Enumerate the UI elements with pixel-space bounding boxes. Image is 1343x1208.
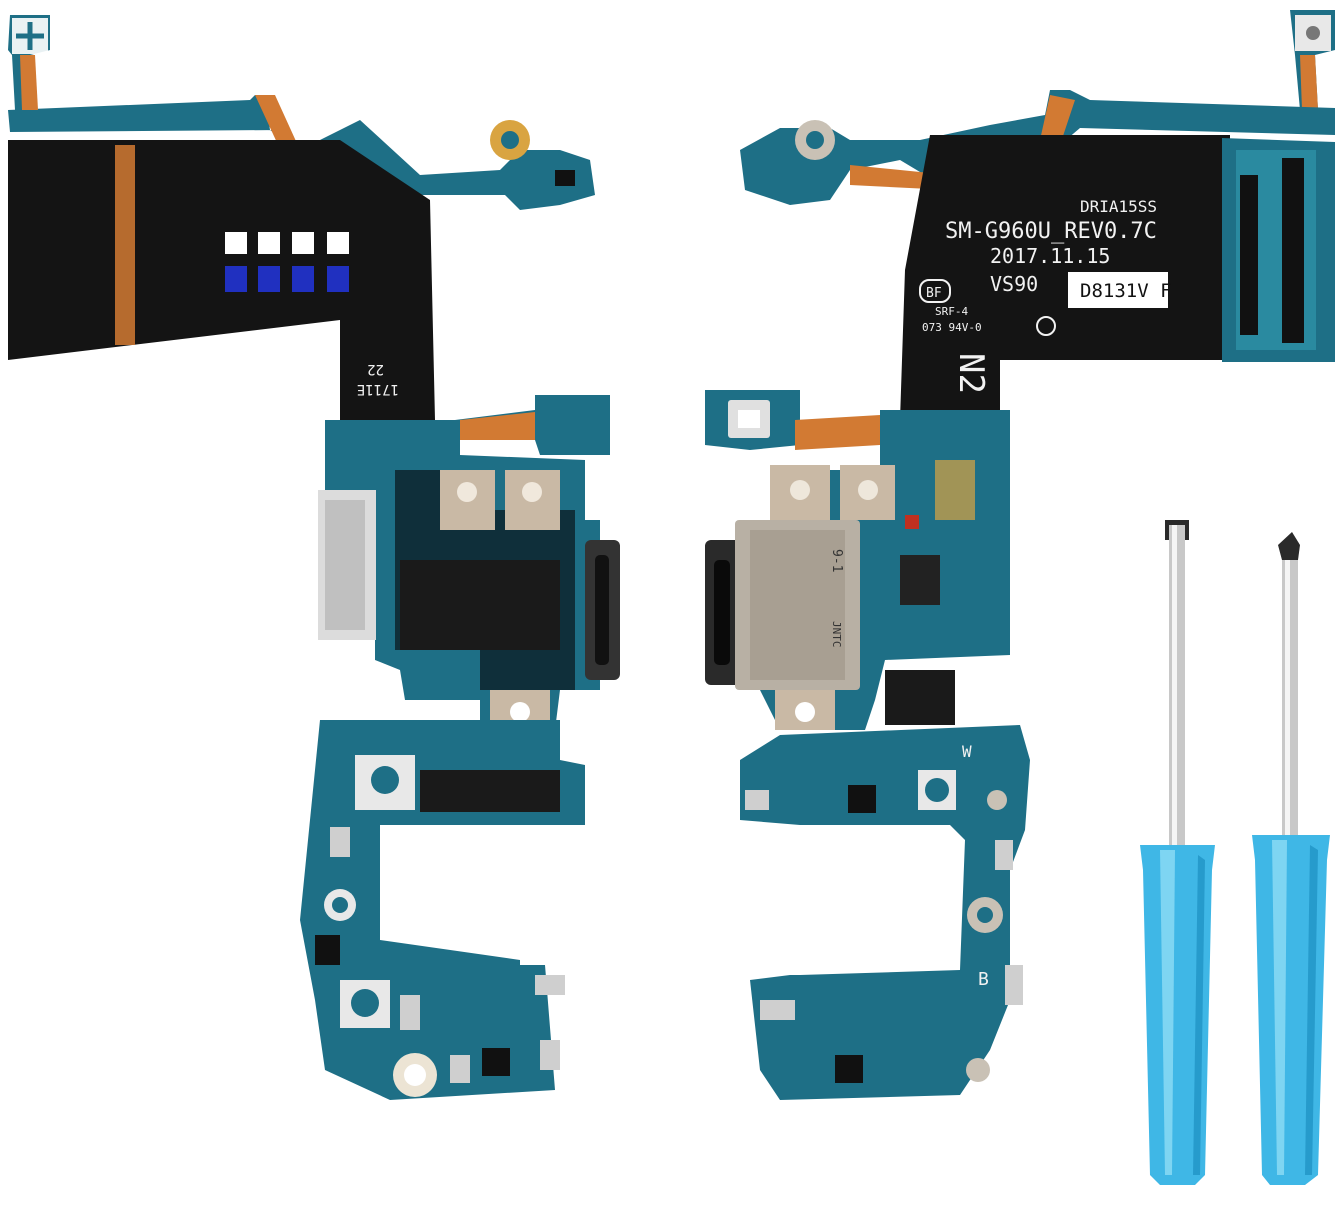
right-date: 2017.11.15	[990, 244, 1110, 268]
left-flex-text-b: 1711E	[357, 381, 399, 397]
left-black-flex	[8, 140, 435, 420]
right-sticker-text: D8131V F	[1080, 280, 1172, 302]
right-port-print-a: 9-1	[829, 549, 844, 572]
right-silk-b: B	[978, 969, 989, 990]
right-charging-port-board: DRIA15SS SM-G960U_REV0.7C 2017.11.15 VS9…	[705, 10, 1335, 1100]
right-vs: VS90	[990, 272, 1038, 296]
right-bf-mark: BF	[926, 286, 942, 301]
right-silk-w: W	[962, 742, 972, 761]
left-flex-text-a: 22	[367, 361, 384, 377]
flathead-screwdriver	[1140, 520, 1215, 1185]
right-port-print-b: JNTC	[830, 621, 843, 648]
right-label-code: DRIA15SS	[1080, 197, 1157, 216]
right-sticker	[1068, 272, 1168, 308]
right-model: SM-G960U_REV0.7C	[945, 219, 1157, 244]
right-black-flex	[900, 135, 1230, 430]
right-n2-mark: N2	[951, 353, 991, 394]
right-rating-a: SRF-4	[935, 305, 968, 318]
left-charging-port-board: 22 1711E	[8, 15, 620, 1100]
phillips-screwdriver	[1252, 532, 1330, 1185]
right-rating-b: 073 94V-0	[922, 321, 982, 334]
right-lower-pcb	[740, 725, 1030, 1100]
